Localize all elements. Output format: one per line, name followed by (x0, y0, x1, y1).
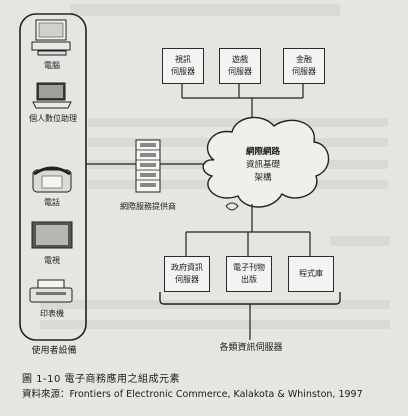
background-text-band (330, 236, 390, 246)
server-label-line1: 視訊 (175, 55, 191, 64)
government-info-server-box: 政府資訊 伺服器 (164, 256, 210, 292)
video-server-box: 視訊 伺服器 (162, 48, 204, 84)
computer-label: 電腦 (44, 61, 60, 70)
server-label-line1: 政府資訊 (171, 263, 203, 272)
user-devices-frame (19, 13, 87, 341)
cloud-line3: 架構 (254, 173, 272, 183)
isp-server-icon (135, 139, 161, 193)
cloud-line2: 資訊基礎 (245, 160, 280, 170)
printer-icon (29, 279, 73, 303)
server-label-line2: 伺服器 (175, 275, 199, 284)
e-publication-box: 電子刊物 出版 (226, 256, 272, 292)
game-server-box: 遊戲 伺服器 (219, 48, 261, 84)
pda-label: 個人數位助理 (29, 114, 77, 123)
finance-server-box: 金融 伺服器 (283, 48, 325, 84)
server-label-line2: 伺服器 (171, 67, 195, 76)
server-label-line2: 出版 (241, 275, 257, 284)
server-label-line2: 伺服器 (292, 67, 316, 76)
info-servers-group-label: 各類資訊伺服器 (219, 343, 283, 353)
computer-icon (31, 19, 71, 56)
server-label-line1: 金融 (296, 55, 312, 64)
server-label-line2: 伺服器 (228, 67, 252, 76)
cloud-line1: 網際網路 (245, 147, 280, 157)
cloud-loop-icon (225, 202, 239, 211)
servers-bracket (159, 292, 341, 305)
phone-label: 電話 (44, 198, 60, 207)
server-label-line1: 程式庫 (299, 269, 323, 278)
tv-label: 電視 (44, 256, 60, 265)
tv-icon (31, 221, 73, 249)
internet-cloud (202, 116, 330, 208)
server-label-line1: 遊戲 (232, 55, 248, 64)
isp-label: 網際服務提供商 (120, 202, 176, 211)
phone-icon (32, 166, 72, 193)
user-devices-group-label: 使用者設備 (31, 346, 77, 356)
pda-laptop-icon (32, 82, 72, 109)
background-text-band (70, 4, 340, 16)
internet-infrastructure-label: 網際網路 資訊基礎 架構 (226, 146, 300, 185)
program-library-box: 程式庫 (288, 256, 334, 292)
printer-label: 印表機 (40, 309, 64, 318)
figure-caption: 圖 1-10 電子商務應用之組成元素 (22, 374, 181, 385)
figure-source: 資料來源：Frontiers of Electronic Commerce, K… (22, 389, 363, 400)
background-text-band (40, 320, 390, 329)
server-label-line1: 電子刊物 (233, 263, 265, 272)
